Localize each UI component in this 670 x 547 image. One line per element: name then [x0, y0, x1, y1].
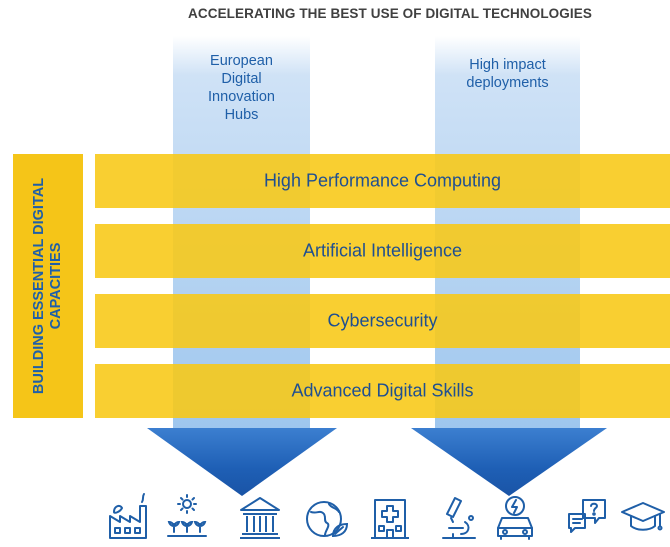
band-hpc: High Performance Computing	[95, 154, 670, 208]
page-title: ACCELERATING THE BEST USE OF DIGITAL TEC…	[188, 6, 592, 21]
down-arrow-hubs	[147, 428, 337, 496]
globe-leaf-icon	[303, 492, 349, 542]
agriculture-icon	[164, 492, 210, 542]
column-label-hubs: European Digital Innovation Hubs	[208, 53, 275, 123]
band-label-digital-skills: Advanced Digital Skills	[291, 380, 474, 401]
band-cybersecurity: Cybersecurity	[95, 294, 670, 348]
side-box-capacities: BUILDING ESSENTIAL DIGITAL CAPACITIES	[13, 154, 83, 418]
microscope-icon	[437, 492, 483, 542]
government-building-icon	[237, 492, 283, 542]
band-digital-skills: Advanced Digital Skills	[95, 364, 670, 418]
band-label-hpc: High Performance Computing	[263, 170, 502, 191]
hospital-icon	[367, 492, 413, 542]
factory-icon	[106, 492, 152, 542]
down-arrow-deployments	[411, 428, 607, 496]
band-label-cybersecurity: Cybersecurity	[327, 310, 438, 331]
column-label-deployments: High impact deployments	[466, 57, 549, 91]
electric-car-icon	[492, 492, 538, 542]
sector-icons-row	[0, 492, 670, 544]
side-label: BUILDING ESSENTIAL DIGITAL CAPACITIES	[31, 177, 64, 395]
band-ai: Artificial Intelligence	[95, 224, 670, 278]
band-label-ai: Artificial Intelligence	[302, 240, 463, 261]
graduation-cap-icon	[620, 492, 666, 542]
chat-bubbles-icon	[565, 492, 611, 542]
